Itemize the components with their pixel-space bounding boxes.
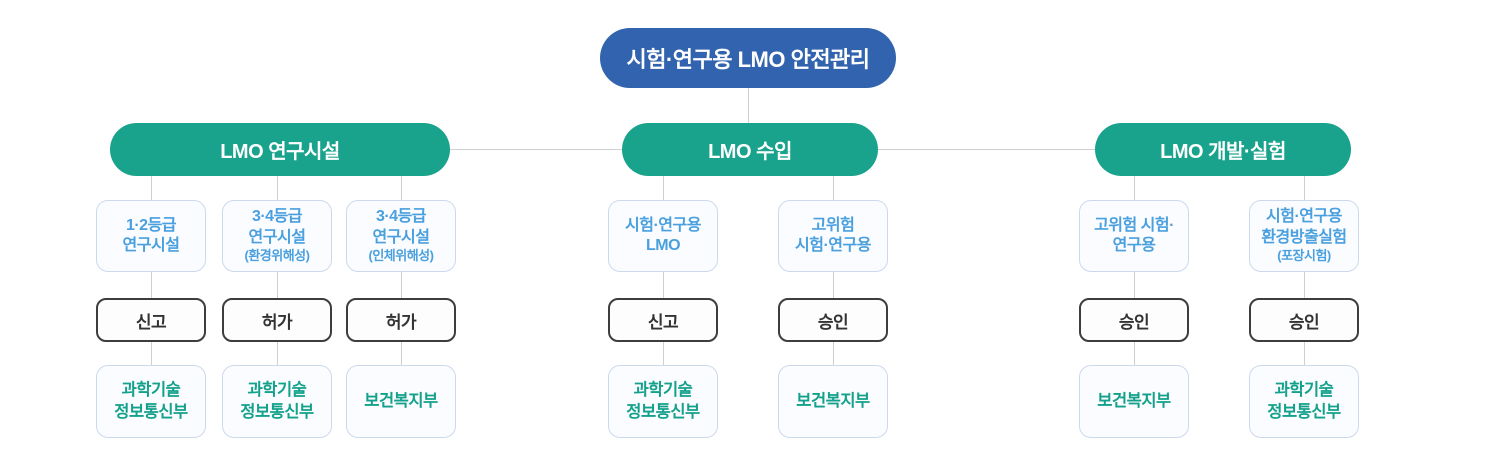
connector-line bbox=[401, 176, 402, 200]
action-box: 허가 bbox=[346, 298, 456, 342]
connector-line bbox=[663, 176, 664, 200]
dept-box: 보건복지부 bbox=[778, 365, 888, 438]
item-note: (포장시험) bbox=[1277, 248, 1331, 264]
dept-box: 과학기술 정보통신부 bbox=[96, 365, 206, 438]
dept-box: 과학기술 정보통신부 bbox=[608, 365, 718, 438]
connector-line bbox=[1304, 342, 1305, 365]
connector-line bbox=[748, 88, 749, 123]
group-node-lmo-research-facility: LMO 연구시설 bbox=[110, 123, 450, 176]
item-label: 시험·연구용 환경방출실험 bbox=[1261, 208, 1347, 246]
group-node-lmo-development-test: LMO 개발·실험 bbox=[1095, 123, 1351, 176]
item-label: 3·4등급 연구시설 bbox=[248, 208, 306, 246]
action-box: 승인 bbox=[1079, 298, 1189, 342]
action-box: 승인 bbox=[778, 298, 888, 342]
group-node-lmo-import: LMO 수입 bbox=[622, 123, 878, 176]
dept-label: 과학기술 정보통신부 bbox=[114, 381, 188, 421]
connector-line bbox=[878, 149, 1095, 150]
connector-line bbox=[277, 176, 278, 200]
action-label: 허가 bbox=[385, 312, 417, 332]
dept-box: 과학기술 정보통신부 bbox=[222, 365, 332, 438]
dept-label: 보건복지부 bbox=[796, 391, 870, 410]
item-box: 고위험 시험· 연구용 bbox=[1079, 200, 1189, 272]
dept-label: 보건복지부 bbox=[1097, 391, 1171, 410]
item-box: 고위험 시험·연구용 bbox=[778, 200, 888, 272]
connector-line bbox=[401, 342, 402, 365]
action-box: 승인 bbox=[1249, 298, 1359, 342]
item-box: 시험·연구용 LMO bbox=[608, 200, 718, 272]
item-label: 고위험 시험· 연구용 bbox=[1094, 216, 1174, 254]
dept-label: 보건복지부 bbox=[364, 391, 438, 410]
item-box: 1·2등급 연구시설 bbox=[96, 200, 206, 272]
group-node-label: LMO 연구시설 bbox=[220, 141, 340, 163]
dept-box: 과학기술 정보통신부 bbox=[1249, 365, 1359, 438]
item-box: 시험·연구용 환경방출실험 (포장시험) bbox=[1249, 200, 1359, 272]
connector-line bbox=[833, 342, 834, 365]
item-box: 3·4등급 연구시설 (인체위해성) bbox=[346, 200, 456, 272]
item-label: 고위험 시험·연구용 bbox=[795, 216, 871, 254]
connector-line bbox=[401, 272, 402, 298]
connector-line bbox=[151, 342, 152, 365]
connector-line bbox=[277, 342, 278, 365]
action-label: 허가 bbox=[261, 312, 293, 332]
action-label: 승인 bbox=[817, 312, 849, 332]
root-node-label: 시험·연구용 LMO 안전관리 bbox=[626, 47, 870, 72]
connector-line bbox=[151, 176, 152, 200]
connector-line bbox=[663, 272, 664, 298]
item-label: 3·4등급 연구시설 bbox=[372, 208, 430, 246]
item-label: 1·2등급 연구시설 bbox=[122, 216, 180, 254]
dept-box: 보건복지부 bbox=[1079, 365, 1189, 438]
item-note: (인체위해성) bbox=[368, 248, 434, 264]
action-box: 신고 bbox=[96, 298, 206, 342]
dept-box: 보건복지부 bbox=[346, 365, 456, 438]
item-box: 3·4등급 연구시설 (환경위해성) bbox=[222, 200, 332, 272]
group-node-label: LMO 개발·실험 bbox=[1160, 141, 1286, 163]
connector-line bbox=[450, 149, 622, 150]
connector-line bbox=[1134, 176, 1135, 200]
connector-line bbox=[277, 272, 278, 298]
connector-line bbox=[833, 176, 834, 200]
action-label: 승인 bbox=[1288, 312, 1320, 332]
root-node: 시험·연구용 LMO 안전관리 bbox=[600, 28, 896, 88]
action-label: 승인 bbox=[1118, 312, 1150, 332]
item-label: 시험·연구용 LMO bbox=[625, 216, 701, 254]
connector-line bbox=[833, 272, 834, 298]
action-label: 신고 bbox=[647, 312, 679, 332]
connector-line bbox=[1304, 176, 1305, 200]
action-label: 신고 bbox=[135, 312, 167, 332]
action-box: 허가 bbox=[222, 298, 332, 342]
item-note: (환경위해성) bbox=[244, 248, 310, 264]
dept-label: 과학기술 정보통신부 bbox=[1267, 381, 1341, 421]
connector-line bbox=[663, 342, 664, 365]
connector-line bbox=[1134, 342, 1135, 365]
connector-line bbox=[1304, 272, 1305, 298]
dept-label: 과학기술 정보통신부 bbox=[626, 381, 700, 421]
action-box: 신고 bbox=[608, 298, 718, 342]
connector-line bbox=[1134, 272, 1135, 298]
dept-label: 과학기술 정보통신부 bbox=[240, 381, 314, 421]
connector-line bbox=[151, 272, 152, 298]
group-node-label: LMO 수입 bbox=[708, 141, 792, 163]
